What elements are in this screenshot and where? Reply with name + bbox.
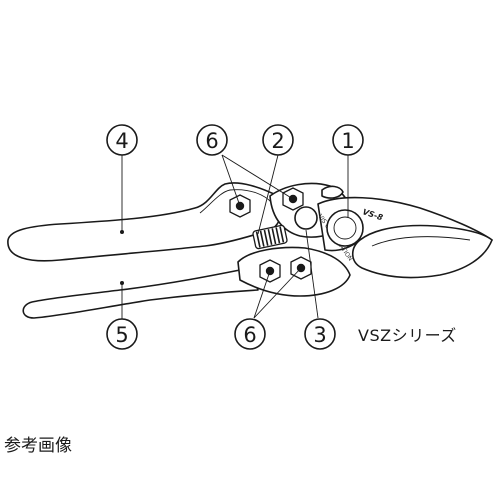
svg-text:6: 6	[243, 323, 256, 347]
callout-6-top: 6	[196, 124, 228, 156]
spring	[252, 224, 288, 250]
series-label: VSZシリーズ	[358, 326, 457, 345]
cutting-blade	[351, 224, 493, 279]
svg-text:2: 2	[271, 129, 284, 153]
svg-text:1: 1	[341, 129, 354, 153]
leader-6a-right	[221, 154, 294, 200]
callout-3: 3	[304, 318, 336, 350]
svg-text:4: 4	[115, 129, 128, 153]
leader-3	[305, 229, 319, 319]
leader-2	[257, 154, 279, 235]
svg-text:3: 3	[313, 323, 326, 347]
callout-6-bottom: 6	[234, 318, 266, 350]
leader-4-dot	[120, 230, 124, 234]
reference-image-caption: 参考画像	[4, 436, 72, 456]
leader-5-dot	[120, 281, 124, 285]
callout-2: 2	[262, 124, 294, 156]
svg-text:6: 6	[205, 129, 218, 153]
catch-lock	[294, 206, 318, 230]
leader-6b-right	[253, 267, 302, 319]
callout-5: 5	[106, 318, 138, 350]
callout-1: 1	[332, 124, 364, 156]
lower-handle	[22, 267, 259, 319]
pivot-bolt-inner	[333, 216, 357, 240]
leader-6b-left	[253, 270, 271, 319]
leader-6a-left	[221, 154, 241, 207]
upper-handle-ridge	[199, 189, 273, 214]
pivot-bolt	[326, 209, 364, 247]
catch-lever	[321, 185, 344, 199]
svg-text:5: 5	[115, 323, 128, 347]
callout-4: 4	[106, 124, 138, 156]
blade-bevel	[371, 236, 471, 247]
